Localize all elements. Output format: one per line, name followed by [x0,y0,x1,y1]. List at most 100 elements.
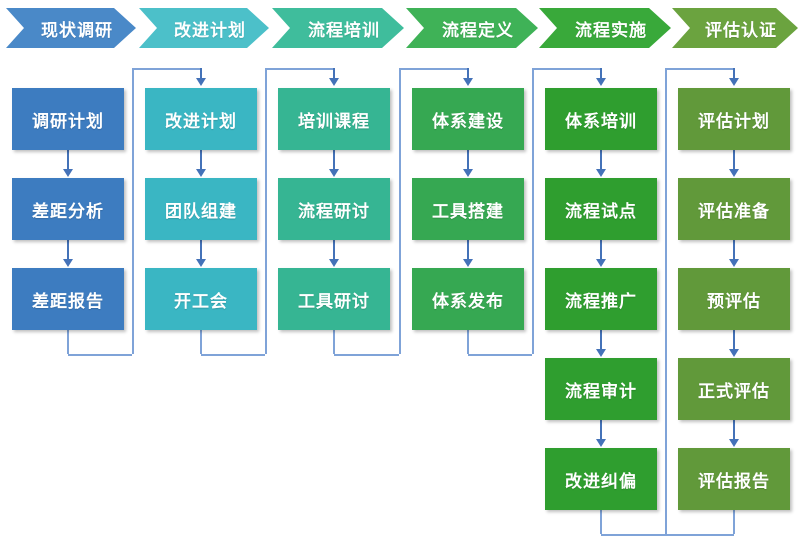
process-box-label: 体系培训 [565,111,637,131]
process-box-5-4[interactable]: 流程审计 [545,358,657,420]
connector-line-horizontal [665,534,734,536]
connector-arrowhead [329,169,339,177]
connector-line-vertical [200,330,202,354]
connector-line-vertical [265,68,267,354]
process-box-6-4[interactable]: 正式评估 [678,358,790,420]
process-box-label: 调研计划 [32,111,104,131]
connector-line-vertical [733,330,735,350]
connector-line-vertical [467,68,469,79]
connector-line-vertical [132,68,134,354]
process-box-label: 体系建设 [432,111,504,131]
connector-arrowhead [63,169,73,177]
phase-header-label: 流程实施 [575,20,647,40]
connector-line-vertical [665,68,667,534]
connector-line-vertical [67,150,69,170]
phase-header-4[interactable]: 流程定义 [406,8,538,48]
phase-header-label: 改进计划 [174,20,246,40]
process-box-label: 评估报告 [698,471,770,491]
connector-line-vertical [600,510,602,534]
phase-header-label: 流程定义 [442,20,514,40]
connector-line-vertical [200,68,202,79]
connector-line-vertical [733,420,735,440]
connector-line-vertical [733,240,735,260]
connector-line-vertical [467,150,469,170]
process-box-6-3[interactable]: 预评估 [678,268,790,330]
connector-arrowhead [729,78,739,86]
process-box-label: 开工会 [174,291,228,311]
phase-header-label: 流程培训 [308,20,380,40]
phase-header-label: 评估认证 [705,20,777,40]
process-box-3-3[interactable]: 工具研讨 [278,268,390,330]
connector-line-vertical [399,68,401,354]
process-box-label: 流程研讨 [298,201,370,221]
process-box-label: 培训课程 [298,111,370,131]
connector-line-horizontal [68,354,132,356]
connector-arrowhead [329,78,339,86]
connector-arrowhead [463,169,473,177]
connector-line-vertical [67,330,69,354]
connector-line-vertical [333,150,335,170]
process-box-1-1[interactable]: 调研计划 [12,88,124,150]
connector-arrowhead [729,259,739,267]
connector-arrowhead [63,259,73,267]
process-box-1-3[interactable]: 差距报告 [12,268,124,330]
connector-line-vertical [67,240,69,260]
connector-line-vertical [467,240,469,260]
process-box-label: 预评估 [707,291,761,311]
connector-line-horizontal [201,354,265,356]
process-box-3-1[interactable]: 培训课程 [278,88,390,150]
connector-line-horizontal [532,68,601,70]
process-box-5-2[interactable]: 流程试点 [545,178,657,240]
process-box-3-2[interactable]: 流程研讨 [278,178,390,240]
process-box-4-2[interactable]: 工具搭建 [412,178,524,240]
connector-line-vertical [333,330,335,354]
connector-arrowhead [596,78,606,86]
process-box-label: 改进纠偏 [565,471,637,491]
process-box-4-3[interactable]: 体系发布 [412,268,524,330]
process-box-5-1[interactable]: 体系培训 [545,88,657,150]
phase-header-2[interactable]: 改进计划 [139,8,269,48]
process-box-label: 改进计划 [165,111,237,131]
connector-arrowhead [596,259,606,267]
process-box-label: 工具搭建 [432,201,504,221]
process-box-2-2[interactable]: 团队组建 [145,178,257,240]
process-box-label: 差距报告 [32,291,104,311]
process-box-6-1[interactable]: 评估计划 [678,88,790,150]
connector-arrowhead [196,169,206,177]
connector-line-horizontal [132,68,201,70]
connector-line-vertical [600,240,602,260]
process-box-6-5[interactable]: 评估报告 [678,448,790,510]
connector-line-vertical [200,240,202,260]
process-box-label: 流程试点 [565,201,637,221]
connector-arrowhead [463,78,473,86]
process-box-2-3[interactable]: 开工会 [145,268,257,330]
connector-line-vertical [733,150,735,170]
phase-header-6[interactable]: 评估认证 [672,8,798,48]
connector-arrowhead [463,259,473,267]
connector-arrowhead [729,169,739,177]
process-box-5-3[interactable]: 流程推广 [545,268,657,330]
process-box-4-1[interactable]: 体系建设 [412,88,524,150]
connector-line-horizontal [468,354,532,356]
process-box-label: 差距分析 [32,201,104,221]
process-box-1-2[interactable]: 差距分析 [12,178,124,240]
process-box-6-2[interactable]: 评估准备 [678,178,790,240]
connector-line-vertical [333,68,335,79]
process-box-label: 工具研讨 [298,291,370,311]
connector-arrowhead [596,349,606,357]
phase-header-5[interactable]: 流程实施 [539,8,671,48]
process-box-label: 正式评估 [698,381,770,401]
connector-line-horizontal [601,534,665,536]
connector-line-vertical [600,420,602,440]
phase-header-1[interactable]: 现状调研 [6,8,136,48]
process-box-label: 团队组建 [165,201,237,221]
connector-line-horizontal [665,68,734,70]
process-box-2-1[interactable]: 改进计划 [145,88,257,150]
process-box-label: 评估准备 [698,201,770,221]
phase-header-3[interactable]: 流程培训 [272,8,404,48]
connector-line-vertical [600,330,602,350]
process-box-5-5[interactable]: 改进纠偏 [545,448,657,510]
connector-line-vertical [333,240,335,260]
connector-arrowhead [596,169,606,177]
